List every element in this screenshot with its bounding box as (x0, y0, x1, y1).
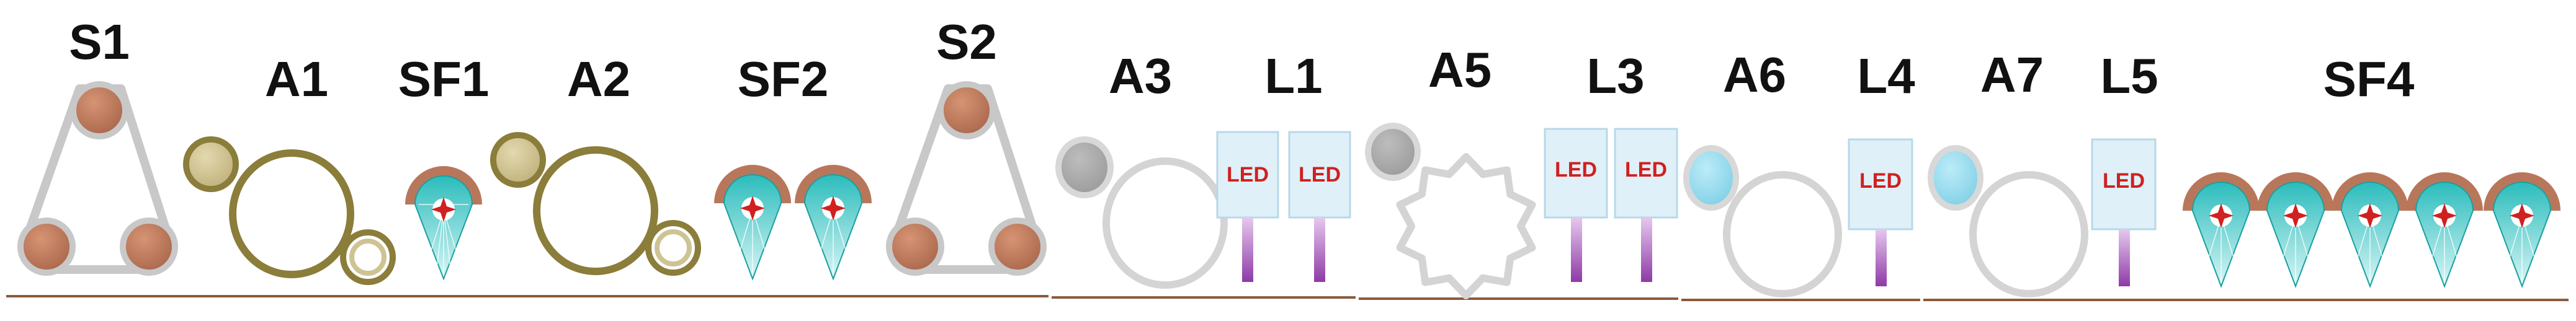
a2-ring-assembly (490, 132, 701, 276)
label-l5: L5 (2100, 48, 2158, 103)
a5-star-assembly (1365, 123, 1536, 299)
a6-ring-assembly (1683, 145, 1842, 297)
label-l1: L1 (1264, 48, 1322, 103)
s2-belt-pulleys (886, 81, 1047, 276)
sf4-fountains (2183, 172, 2560, 288)
label-a5: A5 (1428, 42, 1491, 97)
l3-led-lamp-2: LED (1614, 128, 1678, 282)
label-a1: A1 (265, 51, 328, 107)
led-label: LED (2103, 169, 2145, 193)
s1-pulley-top (70, 81, 128, 139)
s2-pulley-left (886, 218, 944, 276)
label-sf2: SF2 (738, 51, 829, 107)
l1-led-lamp-2: LED (1288, 131, 1351, 282)
s1-pulley-right (120, 218, 178, 276)
s2-pulley-top (937, 81, 996, 139)
a6-ring (1723, 171, 1842, 297)
a3-ball (1055, 136, 1114, 198)
labels: S1 A1 SF1 A2 SF2 S2 A3 L1 A5 L3 A6 L4 A7… (69, 14, 2415, 107)
led-label: LED (1625, 158, 1667, 182)
sf2-fountains (714, 165, 872, 281)
a2-large-ring (533, 146, 658, 275)
a7-ring-assembly (1928, 145, 2088, 297)
s2-pulley-right (988, 218, 1047, 276)
l1-led-lamps: LED LED (1216, 131, 1351, 282)
l4-led-lamp: LED (1848, 138, 1913, 286)
l5-led-lamp: LED (2091, 138, 2157, 286)
baseline (6, 295, 2569, 301)
label-a6: A6 (1723, 47, 1786, 102)
s1-belt-pulleys (17, 81, 178, 276)
led-label: LED (1299, 163, 1341, 187)
a3-ring-assembly (1055, 136, 1228, 289)
s1-pulley-left (17, 218, 76, 276)
a1-ball (183, 136, 239, 192)
label-l3: L3 (1586, 48, 1644, 103)
a3-ring (1102, 157, 1228, 289)
a5-ball (1365, 123, 1421, 181)
l3-led-lamps: LED LED (1544, 128, 1678, 282)
sf1-fountain (405, 166, 482, 281)
l3-led-lamp-1: LED (1544, 128, 1608, 282)
a2-ball (490, 132, 546, 188)
a7-ring (1969, 171, 2088, 297)
label-a3: A3 (1109, 48, 1172, 103)
l1-led-lamp-1: LED (1216, 131, 1279, 282)
label-a7: A7 (1980, 47, 2044, 102)
a1-large-ring (229, 149, 354, 278)
a6-ball (1683, 145, 1739, 211)
label-s2: S2 (936, 14, 997, 69)
led-label: LED (1859, 169, 1902, 193)
led-label: LED (1555, 158, 1597, 182)
a5-star-ring (1396, 153, 1536, 299)
label-a2: A2 (567, 51, 630, 107)
a7-ball (1928, 145, 1983, 211)
led-label: LED (1227, 163, 1269, 187)
label-l4: L4 (1857, 48, 1915, 103)
label-sf1: SF1 (398, 51, 490, 107)
label-sf4: SF4 (2323, 51, 2415, 107)
a1-ring-assembly (183, 136, 396, 285)
label-s1: S1 (69, 14, 130, 69)
